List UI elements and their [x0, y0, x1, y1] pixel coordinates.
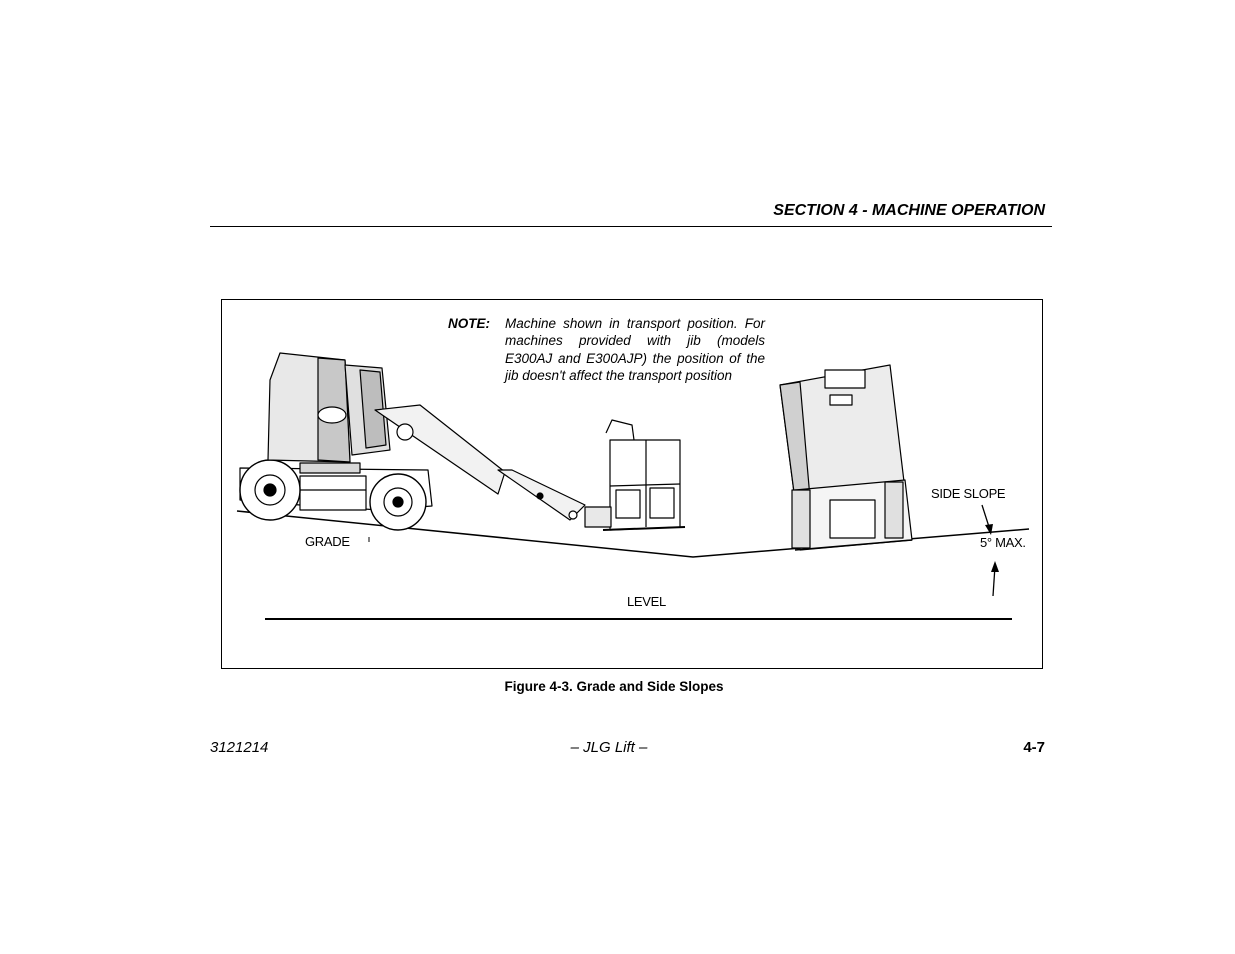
- side-slope-arrow: [981, 504, 993, 535]
- note-label: NOTE:: [448, 316, 490, 331]
- section-title: SECTION 4 - MACHINE OPERATION: [773, 202, 1045, 219]
- max-angle-label: 5° MAX.: [980, 535, 1026, 550]
- doc-number: 3121214: [210, 739, 269, 756]
- side-slope-label: SIDE SLOPE: [931, 486, 1006, 501]
- note-text: Machine shown in transport position. For…: [505, 316, 765, 384]
- publisher-footer: – JLG Lift –: [570, 739, 648, 756]
- max-angle-arrow: [991, 561, 999, 597]
- level-label: LEVEL: [627, 594, 666, 609]
- boom-lift-side-view: [239, 352, 686, 531]
- figure-frame: [221, 299, 1043, 669]
- page-number: 4-7: [1023, 739, 1045, 756]
- figure-caption: Figure 4-3. Grade and Side Slopes: [504, 679, 724, 694]
- boom-lift-rear-view: [779, 364, 913, 551]
- grade-label: GRADE: [305, 534, 350, 549]
- header-rule: [210, 226, 1052, 227]
